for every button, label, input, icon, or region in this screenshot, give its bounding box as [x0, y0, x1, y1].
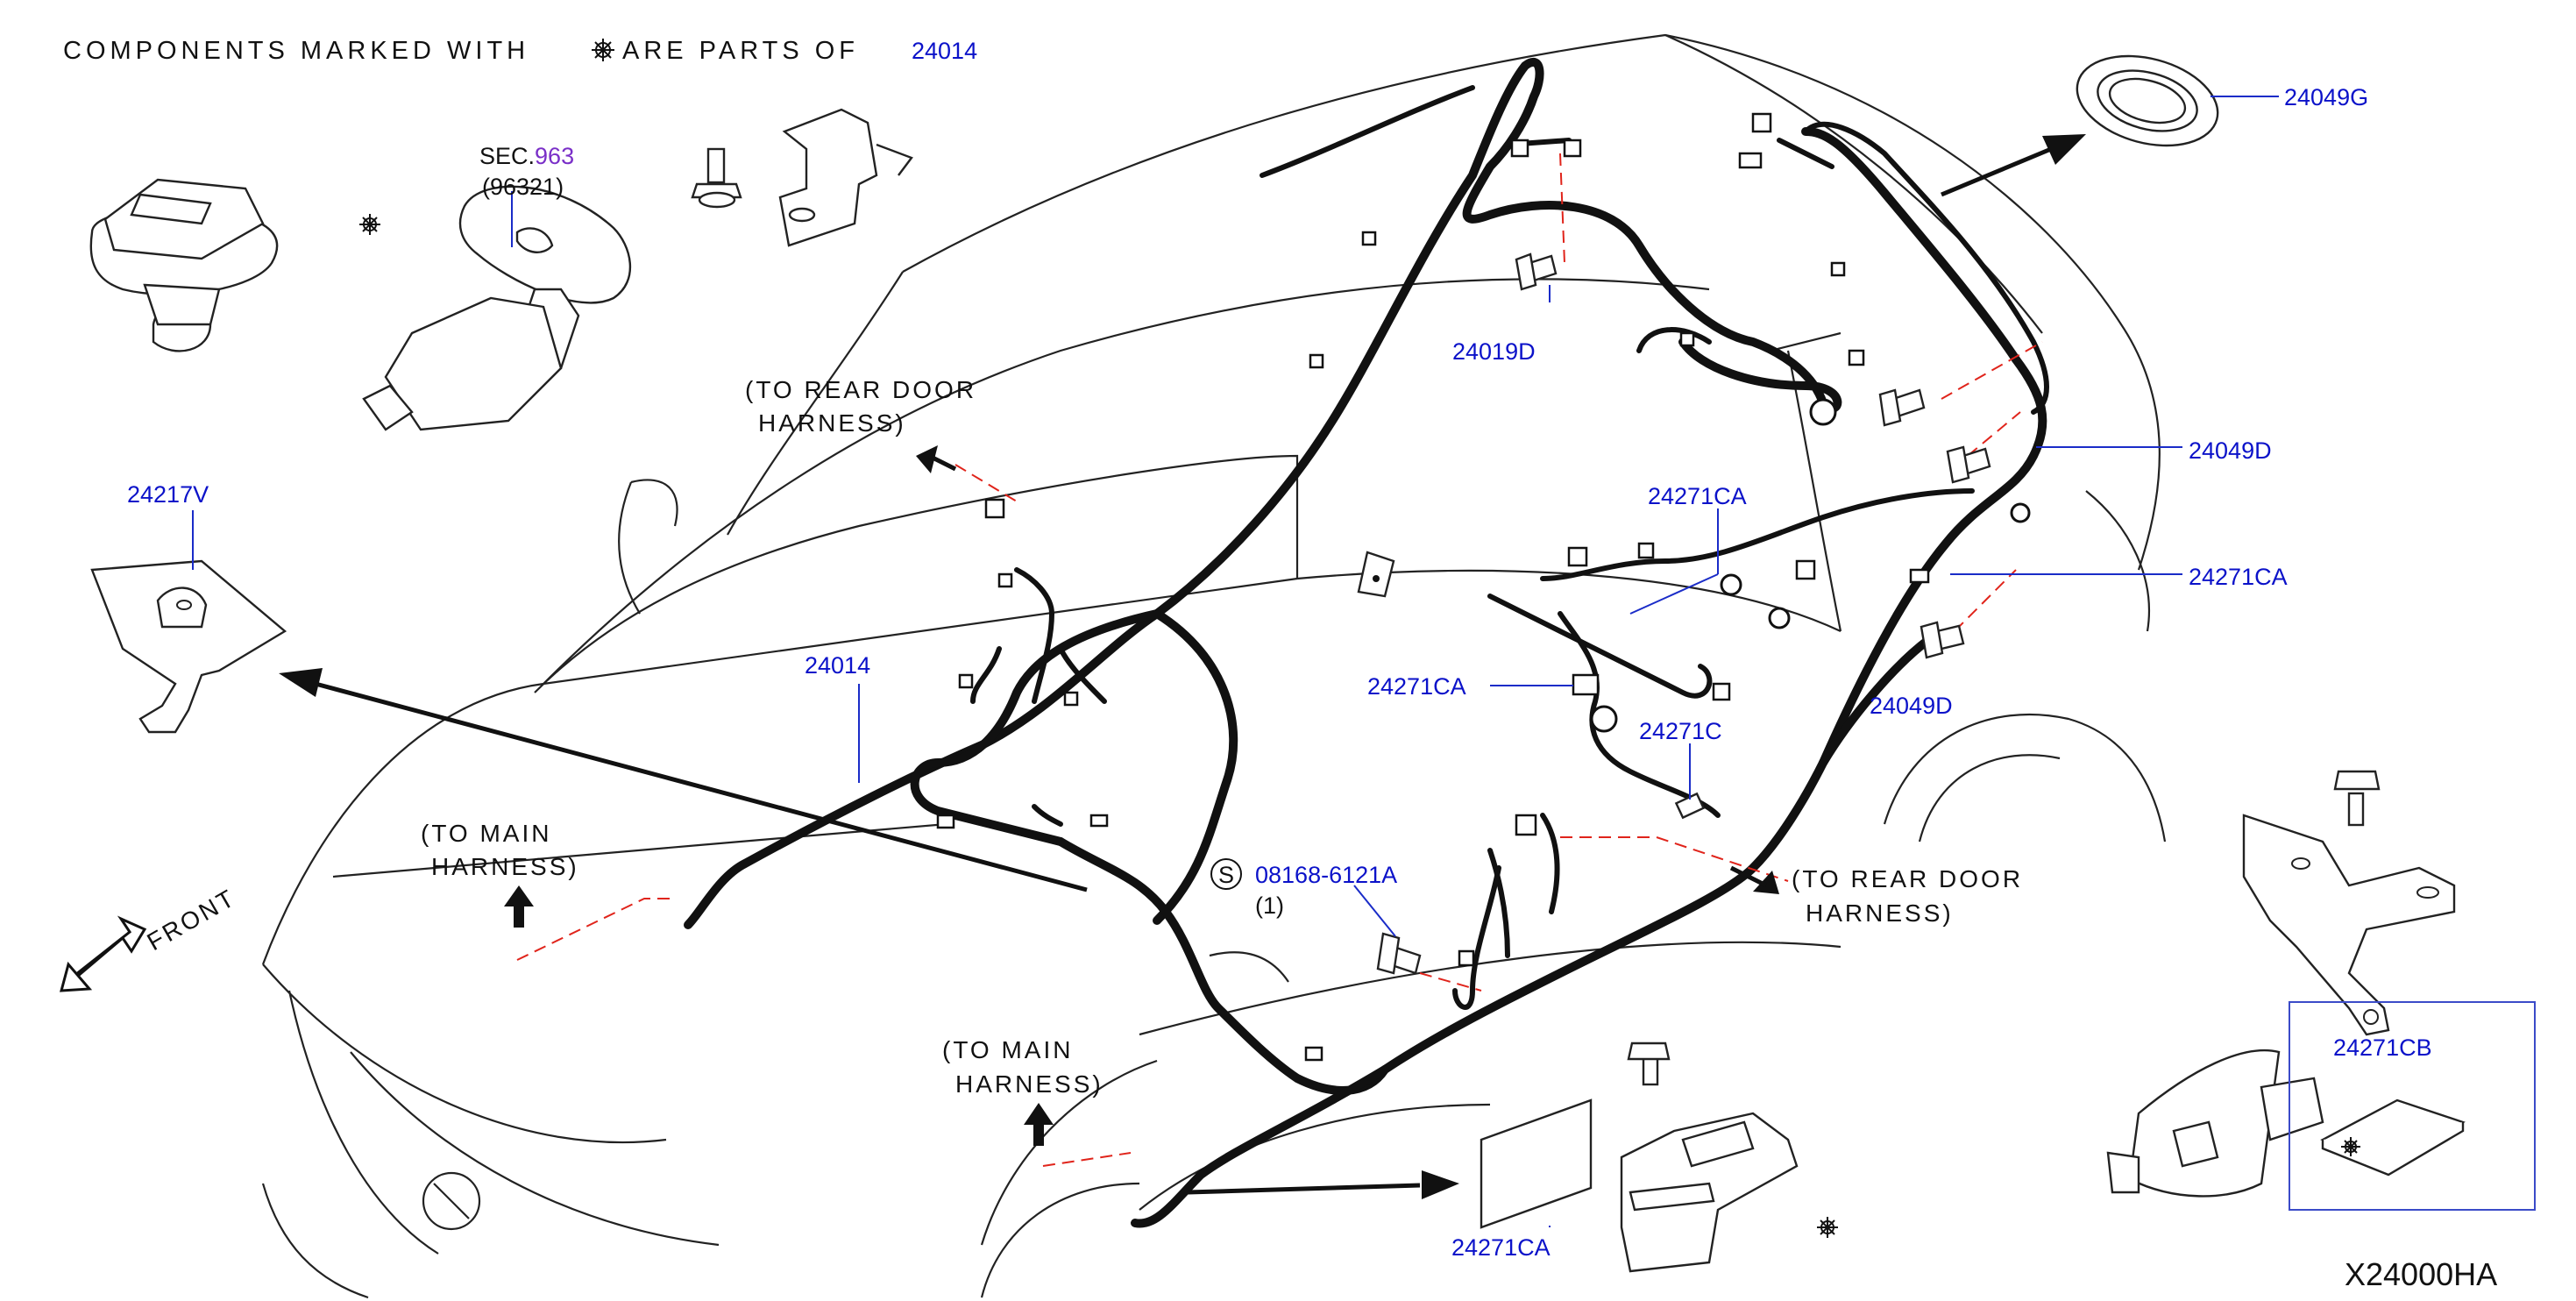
part-ecu-bracket	[1620, 1112, 1799, 1273]
red-dashed-refs	[516, 153, 2043, 1167]
header-suffix: ARE PARTS OF	[622, 37, 859, 65]
asterisk-icon	[592, 39, 614, 61]
clip-24271c	[1674, 792, 1706, 820]
part-link-24271CA-b[interactable]: 24271CA	[2189, 564, 2288, 590]
part-grommet-24049G	[2076, 54, 2219, 147]
asterisk-icon	[2341, 1137, 2360, 1156]
note-line: (TO MAIN	[421, 820, 551, 847]
part-link-24271CA-d[interactable]: 24271CA	[1451, 1234, 1551, 1261]
standard-part-symbol: S	[1210, 858, 1242, 890]
part-link-24049D-b[interactable]: 24049D	[1870, 693, 1953, 719]
part-link-24217V[interactable]: 24217V	[127, 481, 209, 508]
part-link-24271CA-c[interactable]: 24271CA	[1367, 673, 1466, 700]
part-quantity: (1)	[1255, 892, 1284, 919]
part-bolts-24049D	[1515, 252, 1991, 659]
sec-reference[interactable]: SEC.963	[479, 143, 574, 169]
grommet-rings	[1590, 398, 2031, 733]
arrows	[279, 134, 2086, 1199]
part-link-24271CA-a[interactable]: 24271CA	[1648, 483, 1747, 509]
note-to-main-2: (TO MAIN HARNESS)	[942, 1036, 1103, 1098]
header-prefix: COMPONENTS MARKED WITH	[63, 37, 529, 65]
part-link-24049D[interactable]: 24049D	[2189, 437, 2272, 464]
note-line: (TO MAIN	[942, 1036, 1073, 1063]
front-direction: FRONT	[60, 884, 241, 992]
part-labels: 24049G 24019D 24049D 24049D 24271CA 2427…	[127, 84, 2432, 1261]
part-bracket-right	[2242, 814, 2456, 1036]
note-line: (TO REAR DOOR	[745, 376, 976, 403]
header: COMPONENTS MARKED WITH ARE PARTS OF 2401…	[63, 37, 977, 65]
note-line: HARNESS)	[955, 1070, 1103, 1098]
sec-number-link[interactable]: 963	[535, 143, 574, 169]
front-arrow-icon	[60, 915, 147, 992]
note-line: HARNESS)	[1806, 899, 1954, 927]
part-bolt-bottom	[1627, 1042, 1671, 1086]
diagram-code: X24000HA	[2345, 1256, 2497, 1292]
note-to-rear-door-2: (TO REAR DOOR HARNESS)	[1792, 865, 2023, 927]
note-to-main-1: (TO MAIN HARNESS)	[421, 820, 579, 880]
header-ref-link[interactable]: 24014	[912, 38, 977, 64]
front-label: FRONT	[143, 884, 241, 956]
part-link-24271CB[interactable]: 24271CB	[2333, 1034, 2432, 1061]
part-clip-top-left	[89, 178, 279, 352]
car-body-outline	[261, 33, 2167, 1299]
main-harness-24014[interactable]	[684, 58, 2049, 1228]
part-link-08168-6121A[interactable]: 08168-6121A	[1255, 862, 1397, 888]
part-link-24019D[interactable]: 24019D	[1452, 338, 1536, 365]
part-link-24049G[interactable]: 24049G	[2284, 84, 2368, 110]
part-bolt-top	[691, 147, 742, 209]
part-relay-block	[2106, 1049, 2324, 1198]
asterisk-icon	[1817, 1217, 1838, 1238]
note-to-rear-door-1: (TO REAR DOOR HARNESS)	[745, 376, 976, 437]
note-line: HARNESS)	[431, 853, 579, 880]
part-bolt-08168	[1376, 932, 1422, 975]
standard-part-letter: S	[1218, 862, 1234, 888]
leader-lines	[192, 96, 2279, 1227]
part-label-pad-24271CA	[1480, 1098, 1593, 1229]
note-line: (TO REAR DOOR	[1792, 865, 2023, 892]
sec-prefix: SEC.	[479, 143, 535, 169]
part-link-24014[interactable]: 24014	[805, 652, 870, 679]
part-rearview-mirror-96321	[362, 185, 632, 431]
sec-callout: SEC.963 (96321)	[479, 143, 574, 200]
part-bolt-right	[2333, 770, 2381, 827]
part-bracket-24217V	[90, 559, 287, 734]
harness-connectors	[936, 112, 1930, 1062]
note-line: HARNESS)	[758, 409, 906, 437]
asterisk-icon	[359, 214, 380, 235]
part-link-24271C[interactable]: 24271C	[1639, 718, 1722, 744]
part-bracket-top	[778, 108, 913, 247]
sec-part-number: (96321)	[482, 174, 564, 200]
bracket-center	[1357, 551, 1395, 598]
detail-box-24271CB	[2289, 1001, 2536, 1211]
up-arrow-icon	[504, 885, 1054, 1146]
